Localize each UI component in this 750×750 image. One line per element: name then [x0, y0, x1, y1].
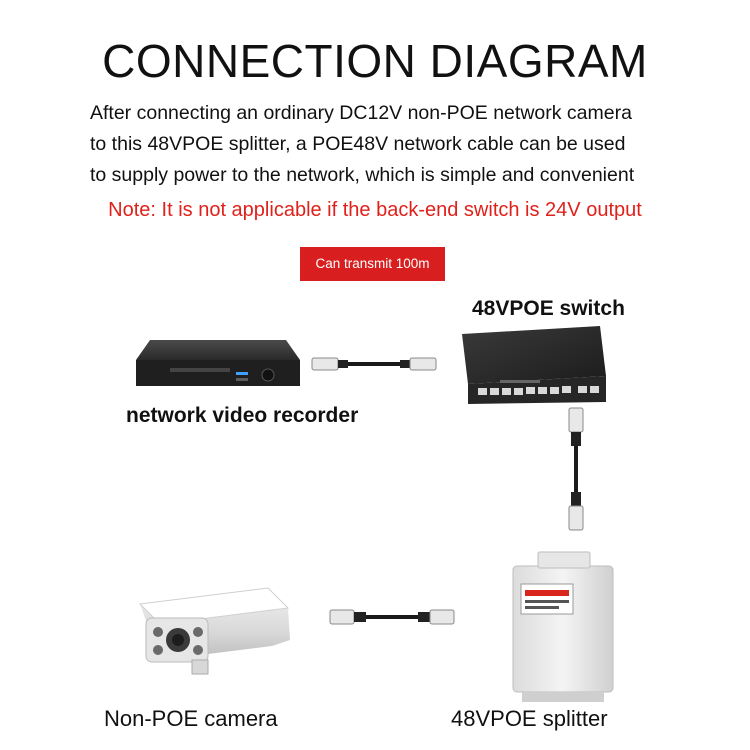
nvr-device — [136, 340, 300, 386]
nvr-switch-cable — [311, 357, 437, 371]
description-line-3: to supply power to the network, which is… — [90, 164, 635, 186]
switch-splitter-cable — [568, 407, 584, 531]
description-line-2: to this 48VPOE splitter, a POE48V networ… — [90, 133, 626, 155]
nvr-label: network video recorder — [126, 404, 359, 427]
switch-label: 48VPOE switch — [472, 297, 625, 320]
description-line-1: After connecting an ordinary DC12V non-P… — [90, 102, 632, 124]
transmit-distance-badge: Can transmit 100m — [300, 247, 445, 281]
diagram-title: CONNECTION DIAGRAM — [102, 35, 648, 87]
camera-splitter-cable — [329, 609, 455, 625]
splitter-label: 48VPOE splitter — [451, 706, 608, 731]
note-text: Note: It is not applicable if the back-e… — [108, 199, 642, 221]
poe-switch-device — [462, 326, 606, 404]
description: After connecting an ordinary DC12V non-P… — [90, 98, 730, 191]
camera-device — [138, 587, 290, 675]
poe-splitter-device — [512, 551, 614, 702]
camera-label: Non-POE camera — [104, 706, 278, 731]
